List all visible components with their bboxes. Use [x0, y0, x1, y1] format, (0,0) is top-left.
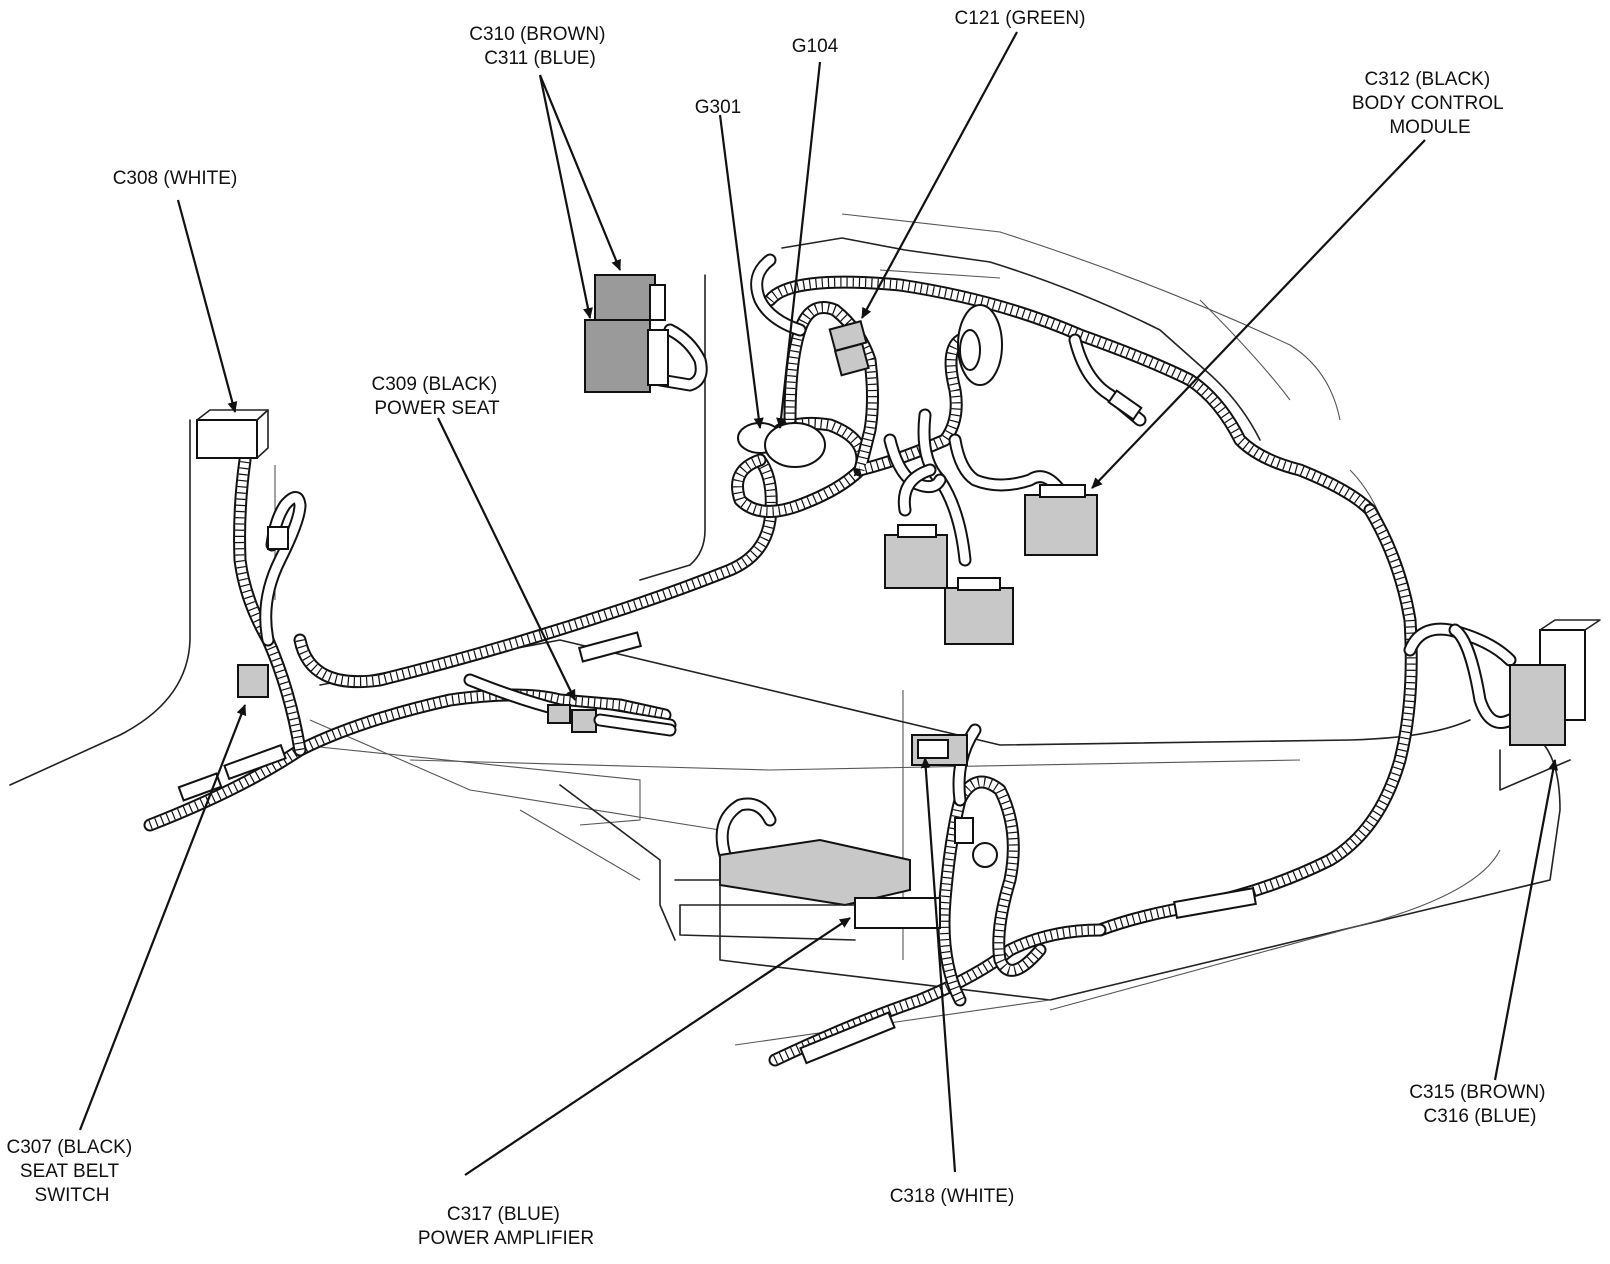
label-g104: G104	[792, 36, 839, 57]
label-c312: C312 (BLACK) BODY CONTROL MODULE	[1352, 69, 1508, 138]
label-c309: C309 (BLACK) POWER SEAT	[372, 374, 503, 419]
label-c317: C317 (BLUE) POWER AMPLIFIER	[418, 1204, 594, 1249]
label-c307: C307 (BLACK) SEAT BELT SWITCH	[7, 1137, 138, 1206]
leader-lines	[78, 31, 1559, 1176]
callout-labels: C310 (BROWN) C311 (BLUE) G104 C121 (GREE…	[7, 8, 1550, 1249]
label-c310-c311: C310 (BROWN) C311 (BLUE)	[469, 24, 610, 69]
harness-clips	[177, 631, 1257, 1065]
label-c318: C318 (WHITE)	[890, 1186, 1015, 1207]
label-c308: C308 (WHITE)	[113, 168, 238, 189]
label-g301: G301	[695, 97, 741, 118]
label-c121: C121 (GREEN)	[955, 8, 1086, 29]
ground-terminal-icon	[737, 422, 826, 468]
connector-icon	[196, 274, 1601, 941]
label-c315-c316: C315 (BROWN) C316 (BLUE)	[1409, 1082, 1550, 1127]
